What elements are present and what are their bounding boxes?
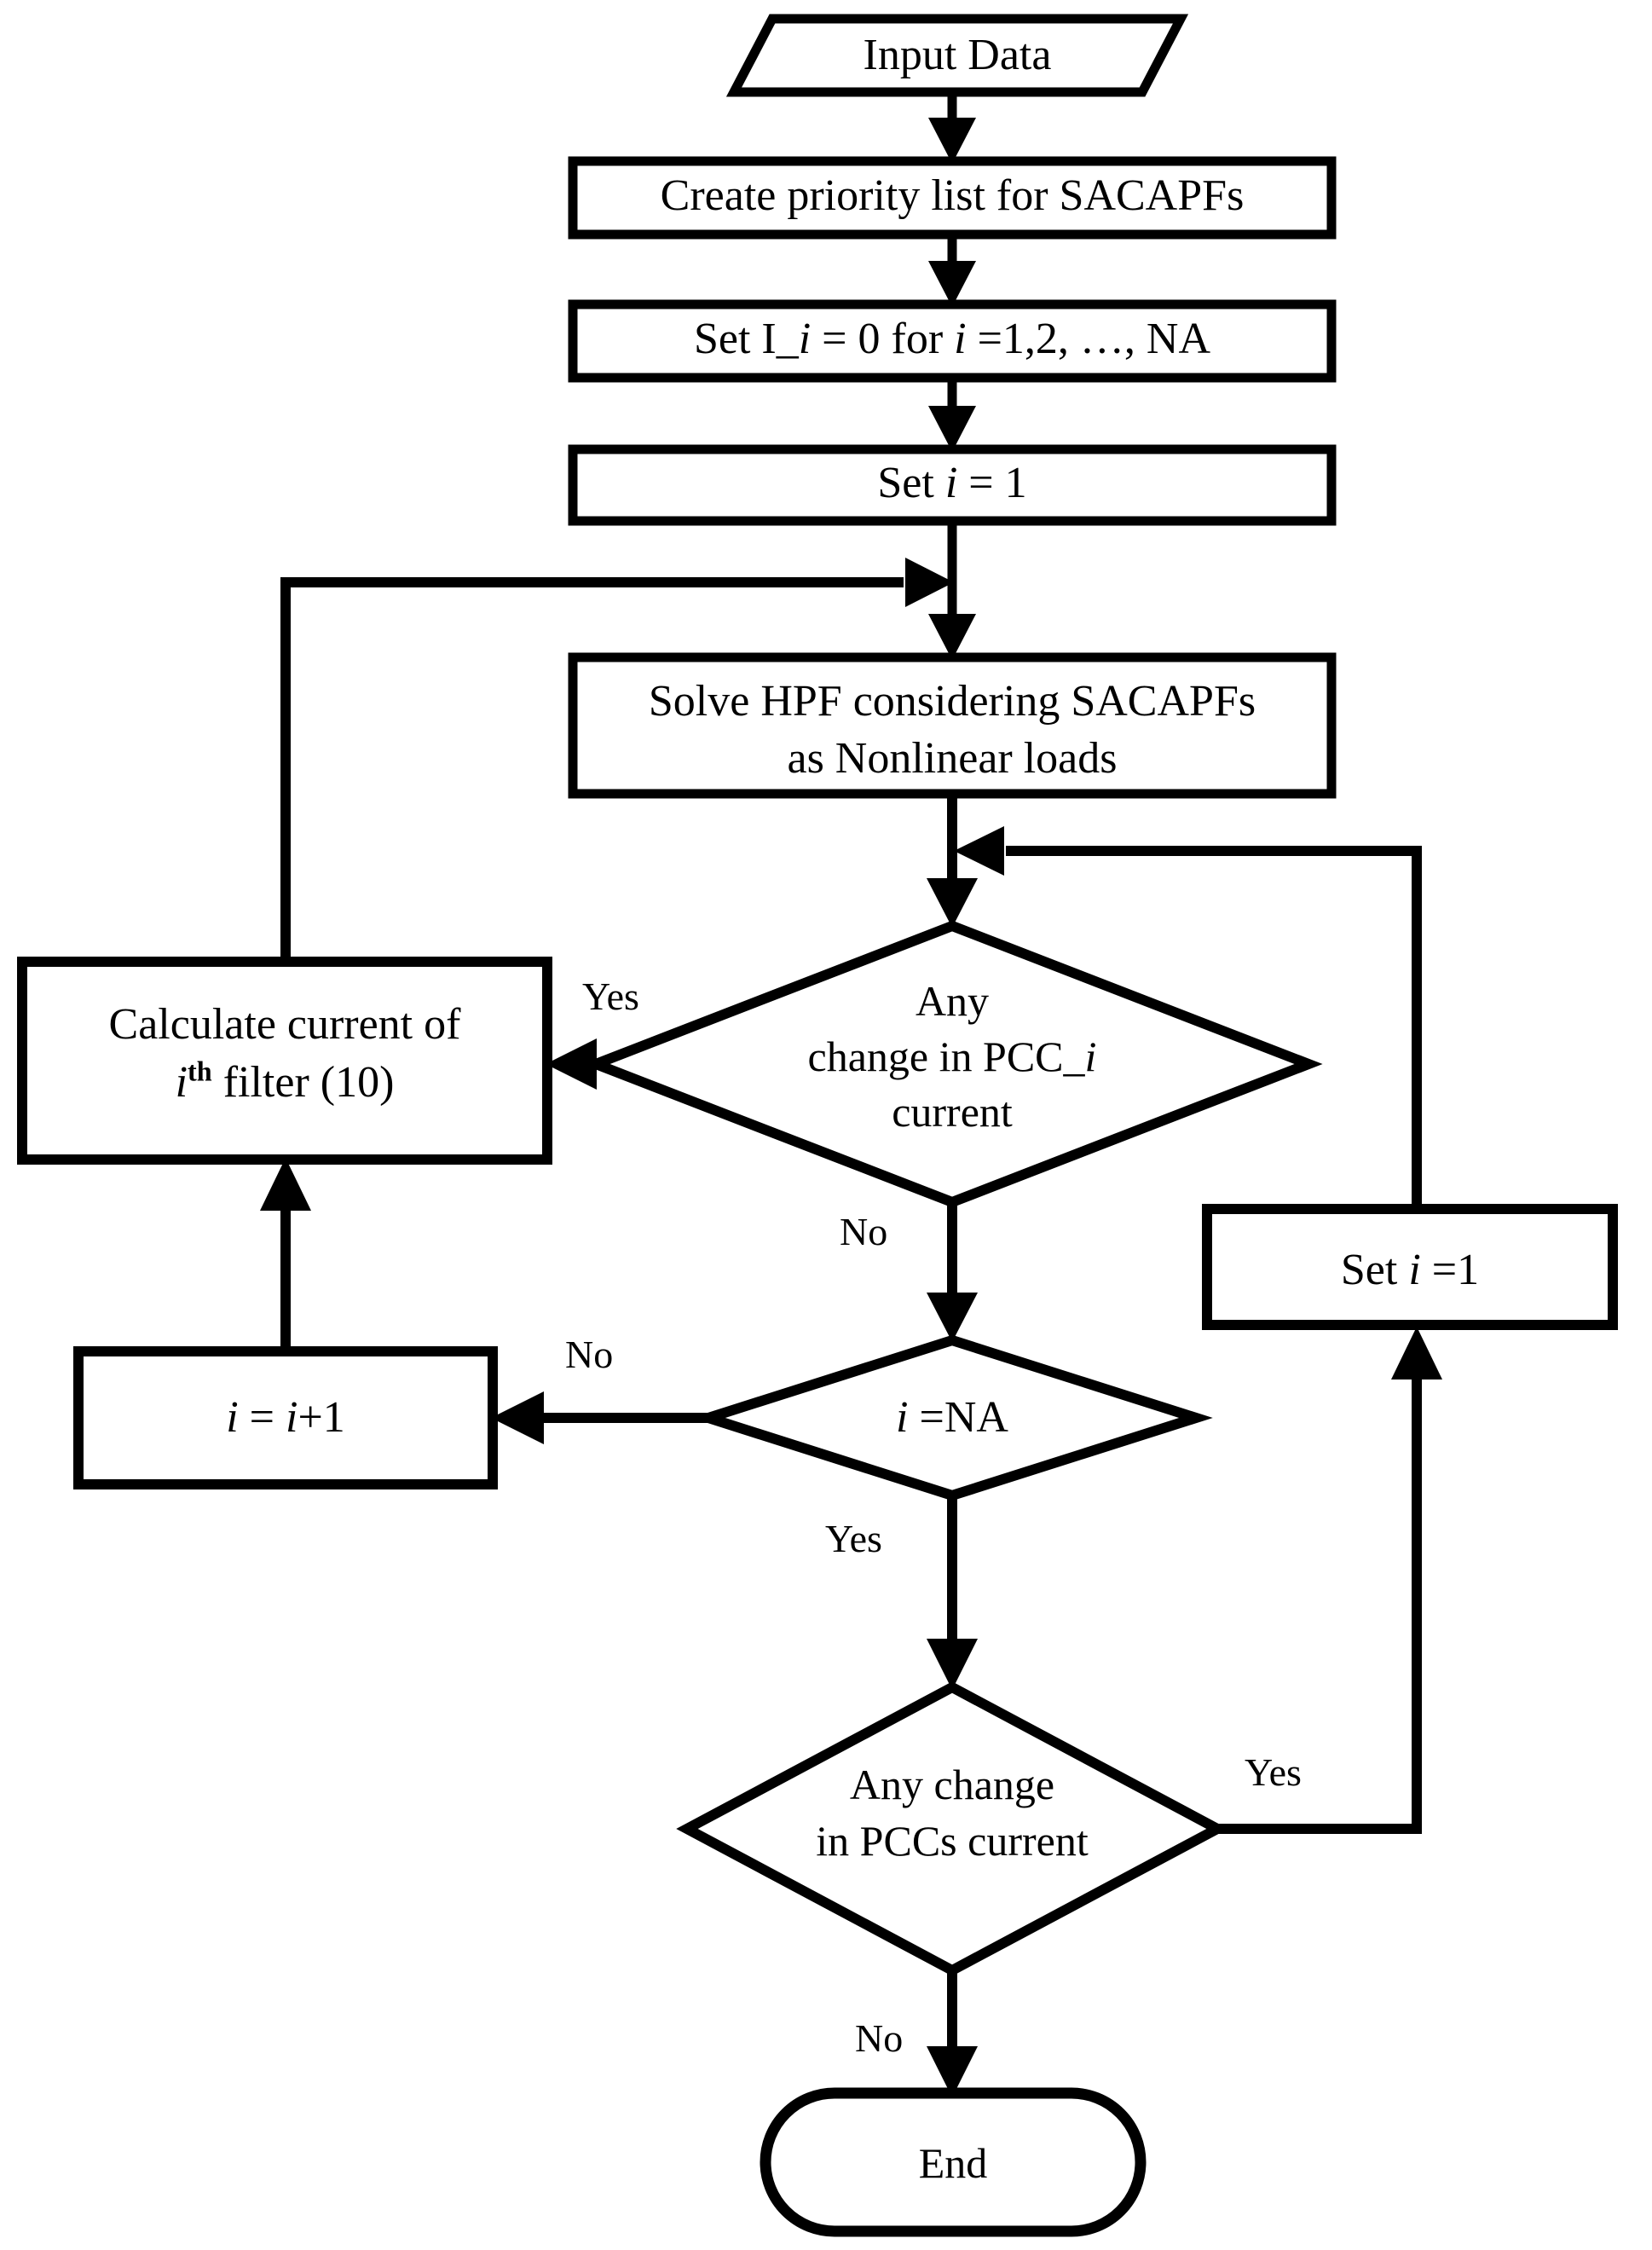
- increment-i-part-1: i: [226, 1393, 239, 1442]
- edge-label-pcc-i-yes: Yes: [582, 975, 639, 1018]
- arrowhead-solvehpf-to-decision: [927, 878, 978, 928]
- label-decision-pccs-current: Any change in PCCs current: [696, 1756, 1208, 1869]
- label-calculate-filter-current: Calculate current of ith filter (10): [22, 996, 547, 1111]
- set-current-zero-part-3: = 0 for: [811, 315, 955, 363]
- edge-label-i-eq-na-no: No: [565, 1333, 614, 1376]
- edge-label-pccs-no: No: [855, 2016, 904, 2060]
- set-i-one-right-part-1: Set: [1340, 1246, 1409, 1294]
- label-increment-i: i = i+1: [78, 1391, 493, 1443]
- arrowhead-seti-to-solvehpf: [928, 614, 976, 660]
- edge-label-i-eq-na-yes: Yes: [825, 1517, 882, 1560]
- set-i-one-top-part-3: = 1: [957, 459, 1027, 507]
- calculate-filter-line2-part-1: i: [175, 1057, 188, 1107]
- arrowhead-pcc-yes-to-calc: [546, 1038, 597, 1090]
- label-decision-i-eq-na: i =NA: [782, 1391, 1123, 1443]
- decision-i-eq-na-part-2: =NA: [908, 1393, 1008, 1442]
- calculate-filter-line2-part-3: filter (10): [211, 1057, 395, 1107]
- calculate-filter-line-1: Calculate current of: [108, 1000, 461, 1049]
- shape-set-i-one-right[interactable]: [1202, 1204, 1618, 1330]
- increment-i-part-3: i: [286, 1393, 298, 1442]
- set-i-one-right-part-3: =1: [1420, 1246, 1480, 1294]
- decision-pcc-i-line2-part-1: change in PCC_: [807, 1032, 1085, 1080]
- label-set-i-one-top: Set i = 1: [573, 457, 1331, 509]
- label-end: End: [918, 2139, 988, 2187]
- set-i-one-top-part-1: Set: [877, 459, 945, 507]
- set-i-one-top-part-2: i: [944, 459, 958, 507]
- label-decision-pcc-i: Any change in PCC_i current: [688, 974, 1216, 1140]
- set-current-zero-part-4: i: [954, 315, 967, 363]
- arrowhead-input-to-priority: [928, 118, 976, 164]
- calculate-filter-line2-superscript: th: [188, 1056, 212, 1087]
- arrowhead-ina-yes-to-pccs: [927, 1639, 978, 1690]
- arrowhead-pccs-yes-to-seti: [1391, 1327, 1442, 1379]
- solve-hpf-line-1: Solve HPF considering SACAPFs: [648, 677, 1256, 726]
- arrowhead-ina-no-to-increment: [491, 1391, 544, 1444]
- arrowhead-feedback-calc-join: [905, 558, 954, 607]
- label-solve-hpf: Solve HPF considering SACAPFs as Nonline…: [573, 674, 1331, 787]
- arrowhead-setzero-to-seti: [928, 406, 976, 452]
- decision-pcc-i-line2-part-2: i: [1084, 1032, 1097, 1080]
- arrowhead-pccs-no-to-end: [927, 2046, 978, 2097]
- label-set-i-one-right: Set i =1: [1207, 1244, 1613, 1296]
- arrowhead-pcc-no-to-ina: [927, 1293, 978, 1342]
- set-current-zero-part-2: i: [798, 315, 812, 363]
- calculate-filter-line-2: ith filter (10): [22, 1054, 547, 1112]
- label-set-current-zero: Set I_i = 0 for i =1,2, …, NA: [573, 313, 1331, 365]
- set-i-one-right-part-2: i: [1408, 1246, 1421, 1294]
- increment-i-part-2: =: [238, 1393, 286, 1442]
- decision-i-eq-na-part-1: i: [896, 1393, 909, 1442]
- arrowhead-priority-to-setzero: [928, 261, 976, 307]
- solve-hpf-line-2: as Nonlinear loads: [787, 733, 1118, 783]
- set-current-zero-part-1: Set I_: [693, 315, 799, 363]
- label-create-priority-list: Create priority list for SACAPFs: [660, 171, 1245, 220]
- arrowhead-increment-to-calc: [260, 1158, 311, 1211]
- shape-input-data[interactable]: [725, 14, 1189, 97]
- decision-pcc-i-line-3: current: [892, 1088, 1013, 1136]
- increment-i-part-4: +1: [297, 1393, 345, 1442]
- decision-pccs-line-2: in PCCs current: [816, 1817, 1089, 1865]
- label-input-data: Input Data: [863, 31, 1052, 79]
- edge-label-pcc-i-no: No: [840, 1210, 888, 1253]
- decision-pcc-i-line-2: change in PCC_i: [688, 1029, 1216, 1085]
- arrowhead-right-loop-join: [954, 826, 1004, 876]
- edge-label-pccs-yes: Yes: [1245, 1750, 1302, 1794]
- decision-pccs-line-1: Any change: [849, 1761, 1055, 1808]
- decision-pcc-i-line-1: Any: [915, 977, 990, 1025]
- set-current-zero-part-5: =1,2, …, NA: [966, 315, 1211, 363]
